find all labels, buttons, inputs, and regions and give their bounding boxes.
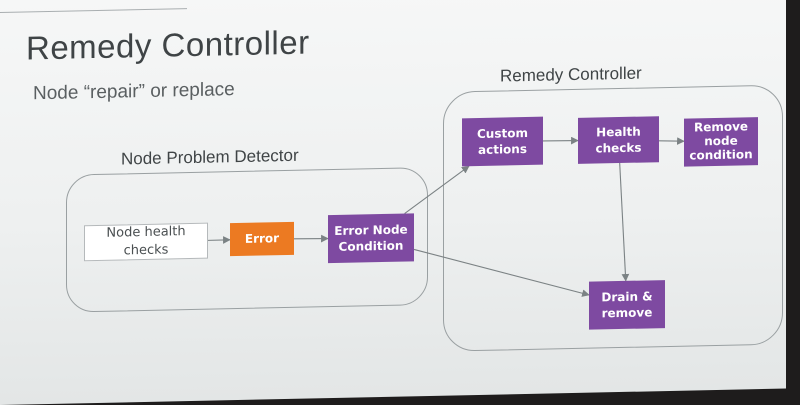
error-box: Error: [230, 221, 294, 257]
remove-node-condition-box: Remove node condition: [684, 117, 758, 167]
error-node-condition-box: Error Node Condition: [328, 213, 414, 264]
custom-actions-box: Custom actions: [462, 116, 543, 167]
remedy-controller-label: Remedy Controller: [500, 63, 642, 86]
node-health-checks-box: Node health checks: [84, 222, 208, 262]
slide-subtitle: Node “repair” or replace: [33, 79, 235, 105]
node-problem-detector-label: Node Problem Detector: [121, 145, 299, 169]
top-rule: [0, 8, 187, 13]
drain-and-remove-box: Drain & remove: [589, 280, 665, 330]
health-checks-box: Health checks: [578, 116, 659, 164]
slide-title: Remedy Controller: [26, 23, 310, 67]
